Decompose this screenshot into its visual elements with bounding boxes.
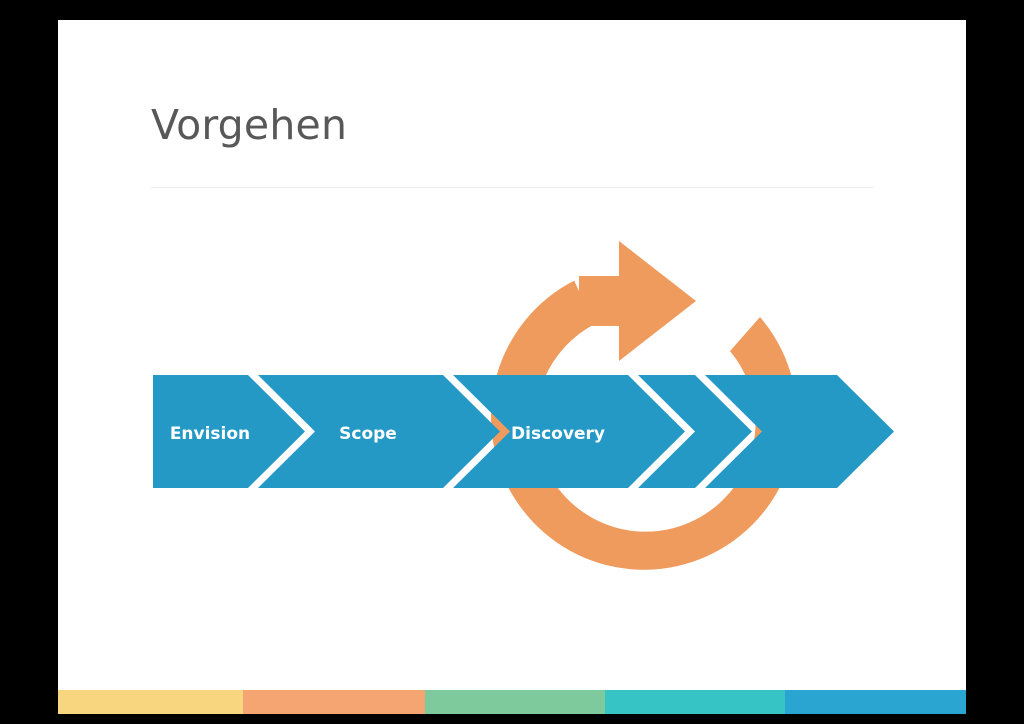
footer-segment-teal	[605, 690, 785, 714]
chevron-segment-5	[705, 375, 894, 488]
slide-canvas: Vorgehen	[58, 20, 966, 714]
chevron-segment-4	[638, 375, 752, 488]
footer-segment-green	[425, 690, 605, 714]
chevron-label-scope: Scope	[339, 424, 397, 444]
chevron-segment-scope	[258, 375, 500, 488]
chevron-segment-envision	[153, 375, 305, 488]
process-diagram: Envision Scope Discovery	[58, 20, 966, 714]
page-title: Vorgehen	[151, 101, 348, 149]
footer-segment-blue	[785, 690, 966, 714]
footer-segment-yellow	[58, 690, 243, 714]
title-divider	[151, 187, 874, 188]
footer-color-bar	[58, 690, 966, 714]
chevron-band	[153, 375, 894, 488]
footer-segment-orange	[243, 690, 425, 714]
cycle-arrow-icon	[490, 241, 797, 570]
chevron-label-discovery: Discovery	[511, 424, 605, 444]
chevron-segment-discovery	[453, 375, 685, 488]
chevron-label-envision: Envision	[170, 424, 250, 444]
